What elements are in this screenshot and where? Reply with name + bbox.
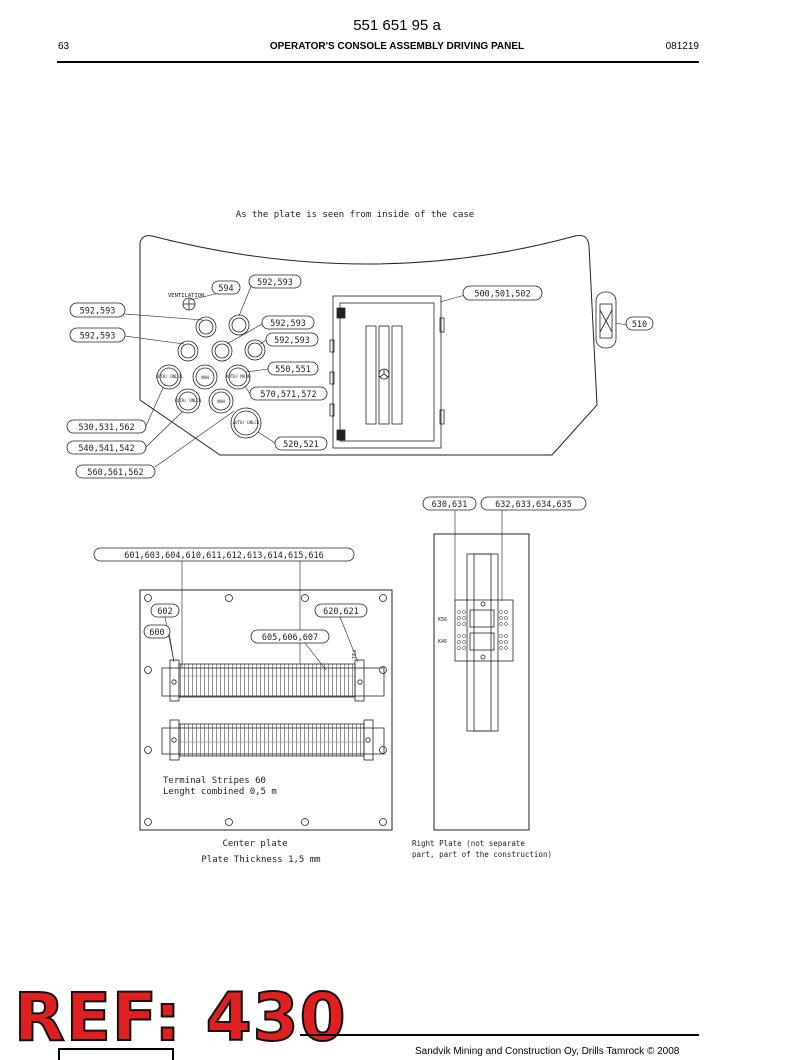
- terminal-strip-lower: [161, 719, 385, 761]
- date-code: 081219: [665, 41, 699, 52]
- display-unit: [329, 295, 445, 449]
- callout-550-551: 550,551: [267, 361, 319, 376]
- callout-text: 592,593: [257, 278, 293, 288]
- fuse-mark: F21: [350, 650, 356, 659]
- terminal-note: Terminal Stripes 60: [163, 776, 266, 786]
- ref-stamp: REF: 430: [13, 979, 347, 1056]
- callout-text: 540,541,542: [78, 444, 134, 454]
- switch-label: AUTO/ UNLCK: [233, 420, 260, 425]
- right-plate-caption: part, part of the construction): [412, 850, 552, 859]
- top-plate-view: As the plate is seen from inside of the …: [66, 210, 654, 479]
- relay-mark: K46: [438, 639, 447, 645]
- callout-text: 632,633,634,635: [495, 500, 572, 510]
- callout-text: 592,593: [270, 319, 306, 329]
- callout-text: 600: [149, 628, 164, 638]
- callout-632-635: 632,633,634,635: [480, 496, 587, 511]
- ventilation-icon: [182, 297, 196, 311]
- switch-label: AUTO/ MAIN: [226, 374, 251, 379]
- page-number: 63: [58, 41, 70, 52]
- footer-divider: [300, 1034, 699, 1036]
- side-connector: [595, 291, 617, 349]
- callout-text: 530,531,562: [78, 423, 134, 433]
- callout-560-561-562: 560,561,562: [75, 464, 156, 479]
- relay-mark: K56: [438, 617, 447, 623]
- page-title: OPERATOR'S CONSOLE ASSEMBLY DRIVING PANE…: [269, 41, 525, 52]
- leader-lines: [124, 283, 627, 468]
- callout-602: 602: [150, 603, 180, 618]
- callout-text: 550,551: [275, 365, 311, 375]
- caption-top: As the plate is seen from inside of the …: [236, 210, 474, 220]
- cable-gland-row-2: [177, 339, 266, 362]
- callout-500-501-502: 500,501,502: [462, 285, 543, 301]
- callout-605-606-607: 605,606,607: [250, 629, 330, 644]
- switch-label: LOCK/ UNLCK: [156, 374, 183, 379]
- callout-592-593: 592,593: [69, 302, 126, 318]
- switch-label: MAN: [201, 375, 209, 380]
- callout-text: 570,571,572: [260, 390, 316, 400]
- switch-label: LOCK/ UNLCK: [175, 398, 202, 403]
- relay-block: [454, 599, 514, 662]
- callout-text: 592,593: [80, 307, 116, 317]
- mounting-holes: [144, 594, 387, 826]
- callout-570-571-572: 570,571,572: [249, 386, 328, 401]
- company-logo-icon: [58, 1048, 174, 1060]
- switch-row-2: [175, 388, 262, 439]
- right-plate-caption: Right Plate (not separate: [412, 839, 525, 848]
- callout-text: 592,593: [80, 332, 116, 342]
- callout-text: 520,521: [283, 440, 319, 450]
- callout-text: 620,621: [323, 607, 359, 617]
- din-rail: [466, 553, 499, 732]
- callout-620-621: 620,621: [314, 603, 368, 618]
- center-plate-outline: [139, 589, 393, 831]
- callout-530-531-562: 530,531,562: [66, 419, 147, 434]
- leader-lines: [454, 510, 503, 601]
- header-divider: [57, 61, 699, 63]
- callout-text: 560,561,562: [87, 468, 143, 478]
- callout-text: 601,603,604,610,611,612,613,614,615,616: [124, 551, 324, 561]
- callout-600: 600: [143, 624, 171, 639]
- callout-text: 605,606,607: [262, 633, 318, 643]
- callout-601-616: 601,603,604,610,611,612,613,614,615,616: [93, 547, 355, 562]
- callout-592-593: 592,593: [248, 274, 302, 289]
- callout-592-593: 592,593: [69, 327, 126, 343]
- footer-copyright: Sandvik Mining and Construction Oy, Dril…: [415, 1046, 680, 1057]
- callout-text: 594: [218, 284, 233, 294]
- document-code: 551 651 95 a: [353, 17, 441, 34]
- callout-text: 510: [632, 320, 647, 330]
- callout-592-593: 592,593: [265, 332, 319, 347]
- right-plate-view: K56 K46 630,631 632,633,634,635 Right Pl…: [412, 496, 587, 859]
- center-plate-view: F21 601,603,604,610,611,612,613,614,615,…: [93, 547, 393, 865]
- cable-gland-row-1: [195, 314, 250, 338]
- leader-lines: [164, 561, 359, 671]
- callout-text: 592,593: [274, 336, 310, 346]
- switch-label: MAN: [217, 399, 225, 404]
- plate-thickness-caption: Plate Thickness 1,5 mm: [201, 855, 320, 865]
- callout-594: 594: [211, 280, 241, 295]
- callout-592-593: 592,593: [261, 315, 315, 330]
- callout-510: 510: [625, 316, 654, 331]
- ventilation-label: VENTILATION: [168, 293, 204, 299]
- callout-text: 500,501,502: [474, 290, 530, 300]
- callout-540-541-542: 540,541,542: [66, 440, 147, 455]
- right-plate-outline: [433, 533, 530, 831]
- callout-text: 630,631: [432, 500, 468, 510]
- callout-520-521: 520,521: [274, 436, 328, 451]
- terminal-strip-upper: [161, 659, 385, 702]
- terminal-note: Lenght combined 0,5 m: [163, 787, 277, 797]
- center-plate-caption: Center plate: [222, 839, 287, 849]
- callout-text: 602: [157, 607, 172, 617]
- switch-row-1: [156, 364, 251, 390]
- plate-outline: [139, 235, 598, 456]
- callout-630-631: 630,631: [422, 496, 477, 511]
